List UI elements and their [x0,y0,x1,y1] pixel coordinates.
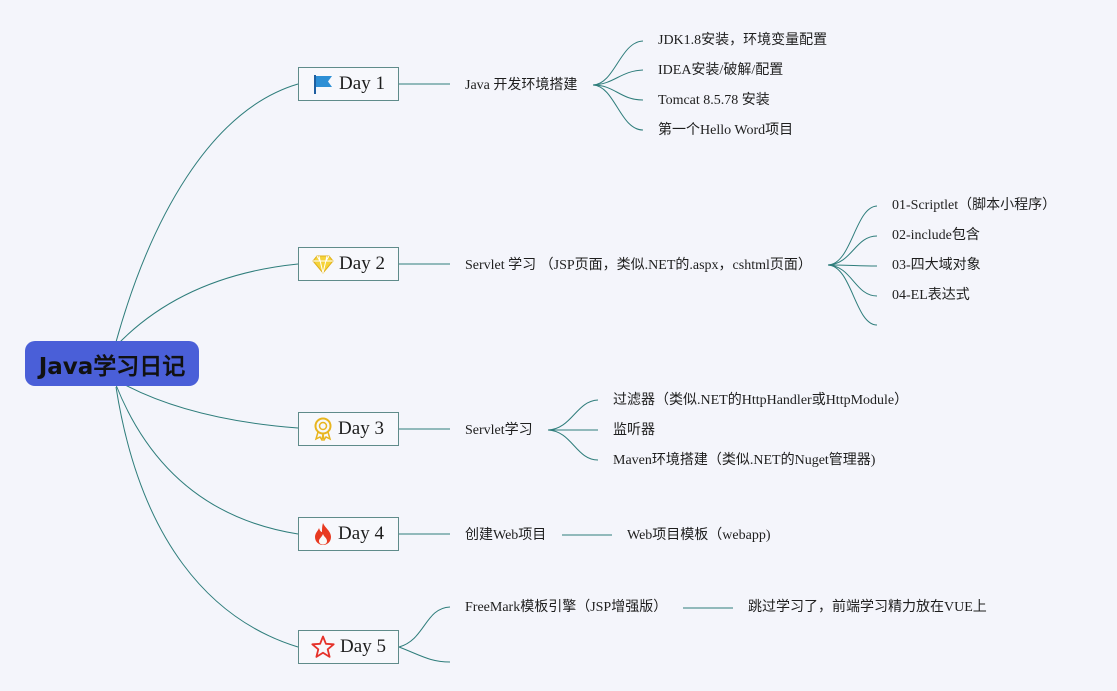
connector-root-day4 [115,384,299,535]
connector-day5-up [398,606,451,648]
day2-item-2[interactable]: 02-include包含 [892,228,980,243]
day5-topic[interactable]: FreeMark模板引擎（JSP增强版） [465,600,668,615]
connector-day5-down [398,646,451,663]
root-title: Java学习日记 [38,353,186,380]
day2-item-4[interactable]: 04-EL表达式 [892,288,970,303]
day5-label: Day 5 [340,636,386,657]
flag-icon [314,75,333,94]
day1-node[interactable]: Day 1 [298,67,399,101]
day2-label: Day 2 [339,253,385,274]
day2-item-3[interactable]: 03-四大域对象 [892,258,981,273]
day1-label: Day 1 [339,73,385,94]
root-node[interactable]: Java学习日记 [25,341,199,386]
day3-topic[interactable]: Servlet学习 [465,423,533,438]
day1-item-1[interactable]: JDK1.8安装，环境变量配置 [658,33,828,48]
day1-item-2[interactable]: IDEA安装/破解/配置 [658,63,784,78]
day3-item-2[interactable]: 监听器 [613,423,655,438]
day4-node[interactable]: Day 4 [298,517,399,551]
diamond-icon [312,255,334,274]
day1-item-3[interactable]: Tomcat 8.5.78 安装 [658,93,770,108]
connector-root-day5 [115,386,299,648]
connector-root-day2 [115,263,299,347]
day3-item-1[interactable]: 过滤器（类似.NET的HttpHandler或HttpModule） [613,393,909,408]
day5-item-1[interactable]: 跳过学习了，前端学习精力放在VUE上 [748,600,987,615]
day2-node[interactable]: Day 2 [298,247,399,281]
day4-topic[interactable]: 创建Web项目 [465,528,547,543]
day2-item-1[interactable]: 01-Scriptlet（脚本小程序） [892,198,1057,213]
connector-root-day1 [115,83,299,343]
day4-label: Day 4 [338,523,384,544]
day4-item-1[interactable]: Web项目模板（webapp) [627,528,771,543]
connector-root-day3 [115,379,299,429]
day3-item-3[interactable]: Maven环境搭建（类似.NET的Nuget管理器) [613,453,876,468]
day3-node[interactable]: Day 3 [298,412,399,446]
day1-item-4[interactable]: 第一个Hello Word项目 [658,123,794,138]
day3-label: Day 3 [338,418,384,439]
star-icon [311,635,335,658]
fire-icon [315,523,332,545]
day5-node[interactable]: Day 5 [298,630,399,664]
award-icon [314,417,332,441]
day1-topic[interactable]: Java 开发环境搭建 [465,78,578,93]
day2-topic[interactable]: Servlet 学习 （JSP页面，类似.NET的.aspx，cshtml页面） [465,258,812,273]
